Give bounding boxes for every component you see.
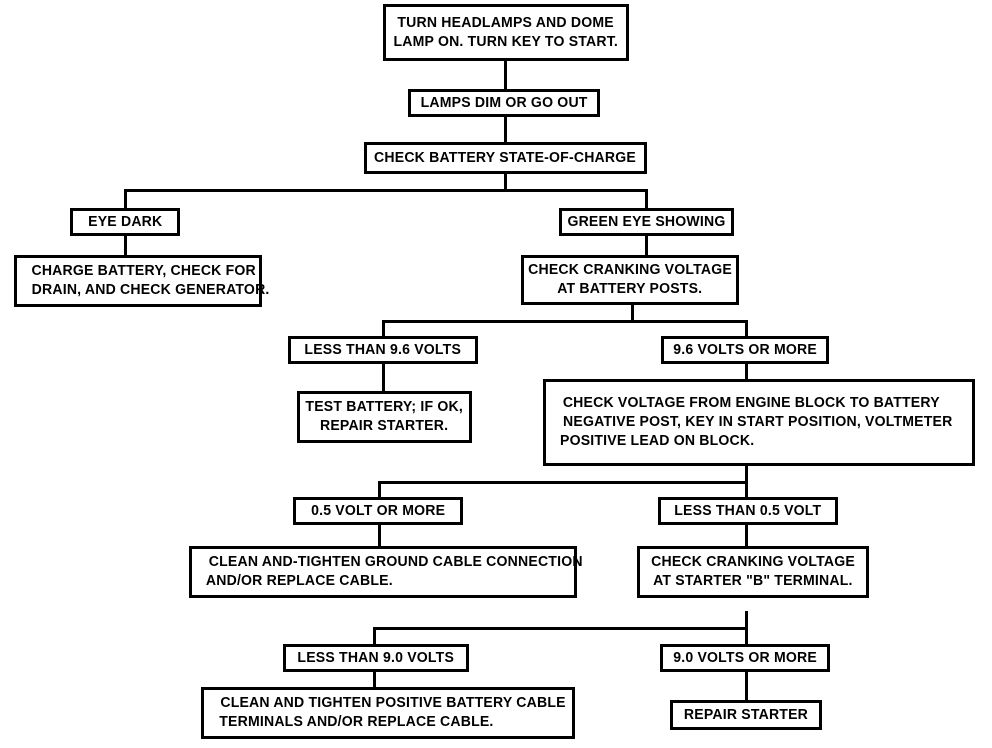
node-start-line2: LAMP ON. TURN KEY TO START. bbox=[393, 33, 619, 50]
node-repair-starter[interactable]: REPAIR STARTER bbox=[670, 700, 822, 730]
node-crankingstarter-line2: AT STARTER "B" TERMINAL. bbox=[653, 573, 853, 589]
node-less-than-0-5-volt[interactable]: LESS THAN 0.5 VOLT bbox=[658, 497, 838, 525]
connector-bus-to-eyedark bbox=[124, 189, 127, 210]
node-less05-line1: LESS THAN 0.5 VOLT bbox=[674, 502, 822, 519]
connector-bus-to-greeneye bbox=[645, 189, 648, 210]
node-test-battery[interactable]: TEST BATTERY; IF OK, REPAIR STARTER. bbox=[297, 391, 472, 443]
connector-lampsdim-to-checksoc bbox=[504, 116, 507, 142]
connector-more05-to-cleanground bbox=[378, 524, 381, 547]
node-checkvoltage-line3: POSITIVE LEAD ON BLOCK. bbox=[560, 433, 755, 449]
node-0-5-volt-or-more[interactable]: 0.5 VOLT OR MORE bbox=[293, 497, 463, 525]
connector-more90-to-repairstarter bbox=[745, 671, 748, 701]
node-check-cranking-voltage-posts[interactable]: CHECK CRANKING VOLTAGE AT BATTERY POSTS. bbox=[521, 255, 739, 305]
node-clean-tighten-positive-cable[interactable]: CLEAN AND TIGHTEN POSITIVE BATTERY CABLE… bbox=[201, 687, 575, 739]
connector-less05-to-crankingstarter bbox=[745, 524, 748, 547]
node-cleanpositive-line1: CLEAN AND TIGHTEN POSITIVE BATTERY CABLE bbox=[220, 695, 566, 711]
node-less-than-9-0-volts[interactable]: LESS THAN 9.0 VOLTS bbox=[283, 644, 469, 672]
connector-crankingstarter-bus bbox=[373, 627, 748, 630]
connector-more96-to-checkvoltage bbox=[745, 362, 748, 380]
node-checkvoltage-line1: CHECK VOLTAGE FROM ENGINE BLOCK TO BATTE… bbox=[562, 395, 940, 411]
node-repair-starter-line1: REPAIR STARTER bbox=[683, 706, 809, 723]
connector-less90-to-cleanpositive bbox=[373, 671, 376, 688]
connector-bus-to-more05 bbox=[378, 481, 381, 498]
connector-crankingstarter-down bbox=[745, 611, 748, 627]
connector-bus-to-less96 bbox=[382, 320, 385, 337]
node-eye-dark[interactable]: EYE DARK bbox=[70, 208, 180, 236]
connector-bus-to-more90 bbox=[745, 627, 748, 644]
node-cleanground-line2: AND/OR REPLACE CABLE. bbox=[205, 573, 393, 589]
connector-eyedark-to-chargebattery bbox=[124, 234, 127, 256]
node-less96-line1: LESS THAN 9.6 VOLTS bbox=[304, 341, 462, 358]
node-start[interactable]: TURN HEADLAMPS AND DOME LAMP ON. TURN KE… bbox=[383, 4, 629, 61]
connector-crankingposts-bus bbox=[382, 320, 748, 323]
node-charge-battery-line2: DRAIN, AND CHECK GENERATOR. bbox=[31, 282, 270, 298]
node-more05-line1: 0.5 VOLT OR MORE bbox=[310, 502, 446, 519]
node-crankingstarter-line1: CHECK CRANKING VOLTAGE bbox=[651, 554, 855, 570]
connector-bus-to-less90 bbox=[373, 627, 376, 644]
node-more96-line1: 9.6 VOLTS OR MORE bbox=[673, 341, 817, 358]
node-lamps-dim[interactable]: LAMPS DIM OR GO OUT bbox=[408, 89, 600, 117]
connector-greeneye-to-crankingposts bbox=[645, 234, 648, 256]
node-check-soc-line1: CHECK BATTERY STATE-OF-CHARGE bbox=[374, 149, 637, 166]
node-cleanground-line1: CLEAN AND-TIGHTEN GROUND CABLE CONNECTIO… bbox=[208, 554, 583, 570]
connector-checksoc-bus bbox=[124, 189, 648, 192]
node-green-eye-showing[interactable]: GREEN EYE SHOWING bbox=[559, 208, 734, 236]
node-charge-battery-line1: CHARGE BATTERY, CHECK FOR bbox=[31, 263, 256, 279]
node-check-state-of-charge[interactable]: CHECK BATTERY STATE-OF-CHARGE bbox=[364, 142, 647, 174]
node-charge-battery[interactable]: CHARGE BATTERY, CHECK FOR DRAIN, AND CHE… bbox=[14, 255, 269, 307]
connector-checkvoltage-down bbox=[745, 465, 748, 481]
node-checkvoltage-line2: NEGATIVE POST, KEY IN START POSITION, VO… bbox=[563, 414, 953, 430]
node-start-line1: TURN HEADLAMPS AND DOME bbox=[397, 14, 615, 31]
node-test-battery-line2: REPAIR STARTER. bbox=[320, 418, 449, 434]
node-9-0-volts-or-more[interactable]: 9.0 VOLTS OR MORE bbox=[660, 644, 830, 672]
node-more90-line1: 9.0 VOLTS OR MORE bbox=[673, 649, 817, 666]
node-9-6-volts-or-more[interactable]: 9.6 VOLTS OR MORE bbox=[661, 336, 829, 364]
node-lamps-dim-line1: LAMPS DIM OR GO OUT bbox=[420, 94, 588, 111]
node-check-voltage-engine-block[interactable]: CHECK VOLTAGE FROM ENGINE BLOCK TO BATTE… bbox=[543, 379, 975, 466]
connector-bus-to-more96 bbox=[745, 320, 748, 337]
connector-less96-to-testbattery bbox=[382, 362, 385, 392]
connector-checkvoltage-bus bbox=[378, 481, 748, 484]
node-less-than-9-6-volts[interactable]: LESS THAN 9.6 VOLTS bbox=[288, 336, 478, 364]
node-check-cranking-voltage-starter[interactable]: CHECK CRANKING VOLTAGE AT STARTER "B" TE… bbox=[637, 546, 869, 598]
node-green-eye-line1: GREEN EYE SHOWING bbox=[567, 213, 726, 230]
node-test-battery-line1: TEST BATTERY; IF OK, bbox=[305, 399, 464, 415]
node-less90-line1: LESS THAN 9.0 VOLTS bbox=[297, 649, 455, 666]
connector-crankingposts-down bbox=[631, 303, 634, 320]
node-cleanpositive-line2: TERMINALS AND/OR REPLACE CABLE. bbox=[219, 714, 494, 730]
node-clean-tighten-ground-cable[interactable]: CLEAN AND-TIGHTEN GROUND CABLE CONNECTIO… bbox=[189, 546, 582, 598]
connector-bus-to-less05 bbox=[745, 481, 748, 498]
node-cranking-posts-line1: CHECK CRANKING VOLTAGE bbox=[528, 262, 732, 278]
connector-checksoc-down bbox=[504, 173, 507, 189]
node-cranking-posts-line2: AT BATTERY POSTS. bbox=[557, 281, 703, 297]
node-eye-dark-line1: EYE DARK bbox=[87, 213, 163, 230]
connector-start-to-lampsdim bbox=[504, 60, 507, 90]
